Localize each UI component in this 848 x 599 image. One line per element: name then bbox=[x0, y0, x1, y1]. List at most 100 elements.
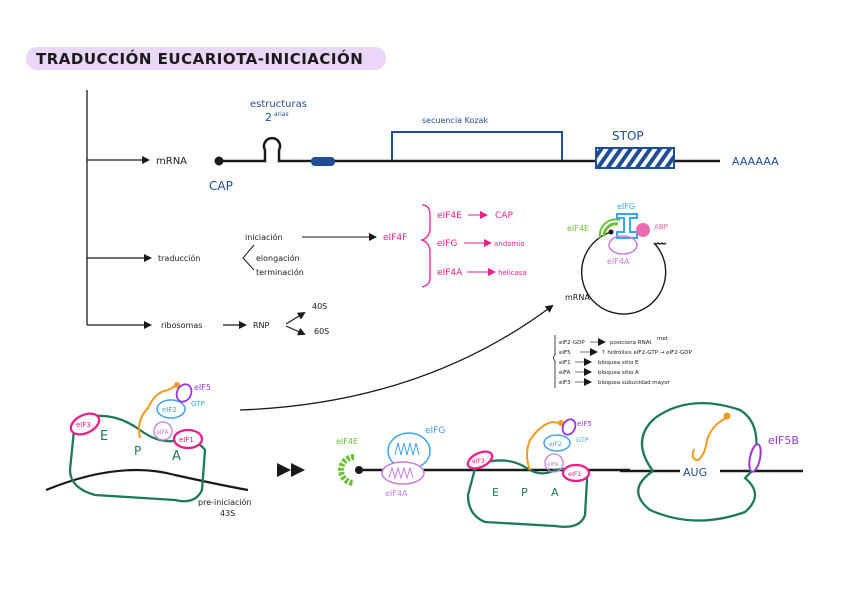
eifg-shape bbox=[616, 213, 638, 239]
eif5-shape bbox=[561, 418, 577, 436]
cap-dot bbox=[608, 229, 614, 235]
page-title: TRADUCCIÓN EUCARIOTA-INICIACIÓN bbox=[36, 49, 363, 68]
notes-brace bbox=[553, 335, 556, 388]
arrow bbox=[285, 311, 306, 325]
eifa-shape bbox=[544, 453, 564, 473]
eifa-label: eIFA bbox=[547, 462, 559, 468]
note-row: eIFA bloquea sitio A bbox=[559, 368, 639, 376]
arrow bbox=[285, 325, 306, 336]
eif4e-label: eIF4E bbox=[567, 224, 589, 233]
factor-name: eIF4A bbox=[437, 268, 463, 278]
gtp-label: GTP bbox=[191, 400, 205, 408]
note-effect: posiciona RNAt bbox=[610, 340, 652, 346]
factor-role: andamio bbox=[494, 240, 525, 248]
kozak-bracket bbox=[391, 131, 563, 160]
note-factor: eIFA bbox=[559, 370, 571, 376]
stop-codon-box bbox=[595, 147, 675, 169]
eif5b-label: eIF5B bbox=[768, 434, 799, 447]
secondary-structures-number: 2 bbox=[265, 111, 272, 124]
branch-mrna: mRNA CAP estructuras 2 arias secuencia K… bbox=[87, 99, 779, 193]
eifg-hatch bbox=[394, 442, 420, 456]
mrna-label: mRNA bbox=[156, 156, 187, 167]
closed-loop-mrna: eIFG eIF4E ABP eIF4A mRNA bbox=[565, 202, 668, 315]
start-region-block bbox=[311, 157, 335, 166]
eif2-label: eIF2 bbox=[549, 441, 562, 448]
preinitiation-caption: pre-iniciación bbox=[198, 497, 252, 507]
eif5-label: eIF5 bbox=[577, 420, 592, 428]
phase-iniciacion: iniciación bbox=[245, 232, 283, 242]
site-e: E bbox=[100, 429, 108, 444]
eif4a-hatch bbox=[388, 466, 414, 480]
eif2-label: eIF2 bbox=[162, 406, 177, 414]
note-row: eIF2-GDP posiciona RNAt met bbox=[559, 336, 669, 346]
scanning-complex: eIF4E eIFG eIF4A eIF3 eIF1 eIFA eIF2 GTP… bbox=[336, 418, 630, 528]
note-effect: bloquea sitio A bbox=[598, 370, 639, 376]
eif5-label: eIF5 bbox=[194, 383, 211, 392]
trna-met bbox=[526, 420, 561, 471]
eifa-label: eIFA bbox=[156, 429, 169, 436]
factor-name: eIFG bbox=[437, 239, 457, 249]
branch-traduccion: traducción iniciación elongación termina… bbox=[87, 204, 527, 288]
phase-fork bbox=[242, 244, 255, 271]
phase-elongacion: elongación bbox=[256, 253, 300, 263]
polya-squiggle bbox=[653, 242, 667, 245]
eif4e-shape bbox=[598, 218, 621, 239]
abp-shape bbox=[636, 223, 650, 237]
branch-ribosomas: ribosomas RNP 40S 60S bbox=[87, 302, 329, 336]
eif4a-label: eIF4A bbox=[607, 257, 630, 266]
factor-name: eIF4E bbox=[437, 211, 462, 221]
eif4e-shape bbox=[602, 222, 619, 237]
trna-end bbox=[723, 412, 731, 420]
trna-end bbox=[558, 420, 564, 426]
eif4e-shape bbox=[338, 454, 355, 486]
title-block: TRADUCCIÓN EUCARIOTA-INICIACIÓN bbox=[26, 47, 386, 70]
rnp-label: RNP bbox=[253, 321, 270, 330]
ribosomas-label: ribosomas bbox=[161, 321, 202, 330]
preinitiation-43s: 43S bbox=[220, 509, 235, 518]
eif4f-label: eIF4F bbox=[383, 233, 407, 243]
site-p: P bbox=[521, 486, 528, 499]
eif1-shape bbox=[172, 428, 204, 450]
eif4e-label: eIF4E bbox=[336, 437, 358, 446]
cap-label: CAP bbox=[209, 179, 233, 193]
eif2-shape bbox=[543, 434, 571, 452]
eif5b-shape bbox=[748, 443, 762, 473]
phase-terminacion: terminación bbox=[256, 267, 304, 277]
circular-mrna-strand bbox=[580, 231, 667, 315]
note-factor: eIF1 bbox=[559, 360, 571, 366]
preinitiation-complex: eIF3 eIF1 eIFA eIF2 GTP eIF5 E P A pre-i… bbox=[45, 382, 252, 518]
mrna-label: mRNA bbox=[565, 293, 590, 302]
flow-arrow-curve bbox=[239, 304, 554, 411]
cap-dot bbox=[355, 466, 363, 474]
factor-role: helicasa bbox=[498, 269, 527, 277]
note-factor: eIF2-GDP bbox=[559, 340, 585, 346]
kozak-label: secuencia Kozak bbox=[422, 116, 488, 125]
eif2-shape bbox=[156, 399, 186, 419]
site-a: A bbox=[551, 486, 559, 499]
secondary-structures-sup: arias bbox=[274, 111, 289, 118]
title-highlight bbox=[26, 47, 386, 70]
note-row: eIF3 bloquea subunidad mayor bbox=[559, 378, 671, 386]
assembled-ribosome: AUG eIF5B bbox=[620, 401, 803, 522]
eif3-shape bbox=[466, 450, 494, 470]
note-row: eIF5 ↑ hidrólisis eIF2-GTP → eIF2-GDP bbox=[559, 348, 692, 356]
eif4a-shape bbox=[608, 235, 638, 255]
large-subunit-60s bbox=[640, 401, 758, 472]
note-factor: eIF5 bbox=[559, 350, 571, 356]
eif5-shape bbox=[175, 383, 193, 403]
eif1-label: eIF1 bbox=[568, 470, 582, 478]
secondary-structures-label: estructuras bbox=[250, 99, 307, 110]
traduccion-label: traducción bbox=[158, 253, 200, 263]
note-effect: ↑ hidrólisis eIF2-GTP → eIF2-GDP bbox=[601, 349, 692, 356]
factor-role: CAP bbox=[495, 211, 513, 221]
note-sup: met bbox=[657, 336, 669, 342]
eifa-shape bbox=[153, 421, 173, 441]
eifg-label: eIFG bbox=[617, 202, 635, 211]
site-a: A bbox=[172, 449, 181, 464]
trna-met bbox=[691, 417, 727, 462]
note-effect: bloquea subunidad mayor bbox=[598, 380, 671, 386]
abp-label: ABP bbox=[654, 223, 668, 231]
gtp-label: GTP bbox=[576, 436, 589, 444]
mrna-strand bbox=[45, 468, 249, 492]
